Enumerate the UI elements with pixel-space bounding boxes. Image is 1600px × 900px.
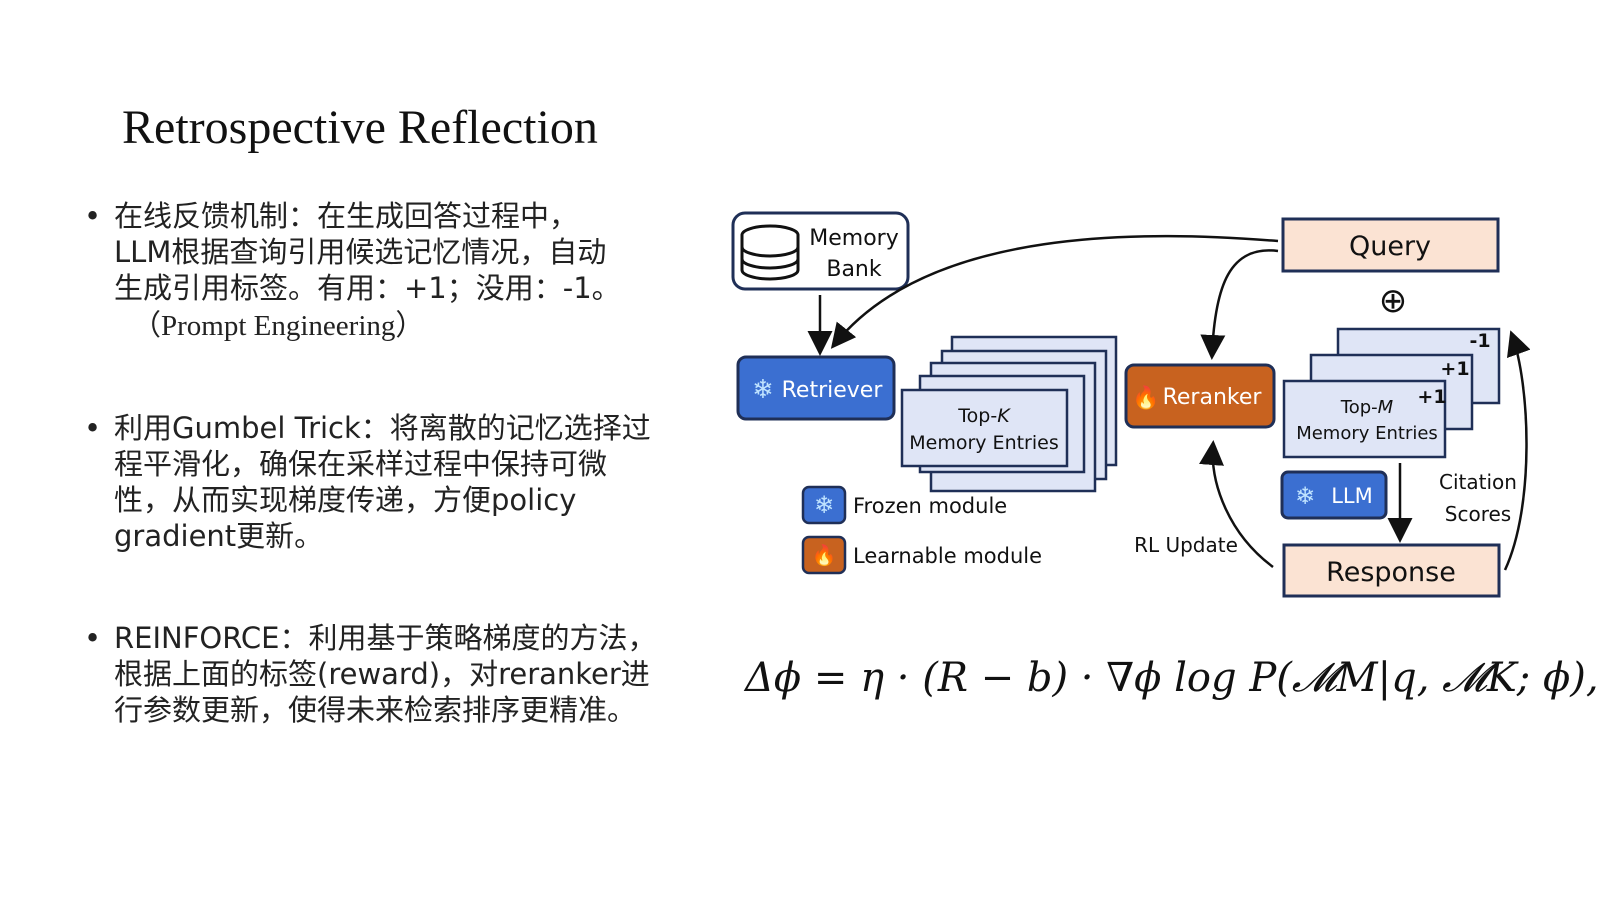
bullet-line: REINFORCE：利用基于策略梯度的方法，: [114, 621, 657, 655]
topm-label: Top-M: [1340, 397, 1394, 418]
bullet-line: LLM根据查询引用候选记忆情况，自动: [114, 235, 607, 269]
response-label: Response: [1326, 557, 1456, 588]
bullet-line: 根据上面的标签(reward)，对reranker进: [114, 657, 650, 691]
concat-icon: ⊕: [1379, 281, 1408, 321]
bullet-note: （Prompt Engineering）: [132, 310, 425, 342]
bullet-line: 性，从而实现梯度传递，方便policy: [114, 483, 577, 517]
topk-label: Top-K: [957, 405, 1011, 427]
query-label: Query: [1349, 231, 1431, 262]
query-node: Query: [1281, 217, 1500, 273]
reranker-node: 🔥 Reranker: [1124, 363, 1276, 429]
legend-learnable-label: Learnable module: [853, 544, 1042, 568]
arrow-rl-update: [1199, 440, 1274, 569]
snowflake-icon: ❄: [752, 375, 774, 405]
slide-title: Retrospective Reflection: [122, 101, 598, 154]
citation-scores-label: Citation: [1439, 470, 1517, 494]
bullet-line: gradient更新。: [114, 519, 324, 553]
bullet-line: 利用Gumbel Trick：将离散的记忆选择过: [114, 411, 651, 445]
topm-entries-stack: -1 +1 +1 Top-M Memory Entries: [1282, 327, 1501, 459]
reinforce-formula: Δϕ = η · (R − b) · ∇ϕ log P(𝓜M|q, 𝓜K; ϕ)…: [745, 655, 1599, 701]
topk-entries-stack: Top-K Memory Entries: [900, 335, 1118, 493]
fire-icon: 🔥: [812, 543, 837, 567]
rl-update-label: RL Update: [1134, 533, 1238, 557]
citation-score: +1: [1440, 358, 1469, 380]
reranker-label: Reranker: [1163, 385, 1263, 410]
llm-label: LLM: [1331, 484, 1373, 508]
retriever-label: Retriever: [782, 378, 884, 403]
retriever-node: ❄ Retriever: [736, 355, 896, 421]
diagram-arrows: [807, 234, 1530, 571]
citation-score: -1: [1469, 330, 1490, 352]
memory-bank-node: Memory Bank: [731, 211, 910, 291]
legend-frozen-label: Frozen module: [853, 494, 1007, 518]
topk-label: Memory Entries: [909, 432, 1059, 454]
bullet-line: 生成引用标签。有用：+1；没用：-1。: [114, 271, 621, 305]
memory-bank-label: Memory: [809, 226, 898, 251]
citation-score: +1: [1417, 386, 1446, 408]
legend: ❄ Frozen module 🔥 Learnable module: [801, 485, 1042, 575]
citation-scores-label: Scores: [1445, 502, 1511, 526]
fire-icon: 🔥: [1132, 385, 1159, 411]
arrow-query-to-reranker: [1200, 249, 1279, 360]
arrow-query-to-retriever: [830, 234, 1279, 349]
bullet-dot: •: [84, 411, 102, 445]
llm-node: ❄ LLM: [1280, 470, 1388, 520]
reflection-diagram: Memory Bank ❄ Retriever Top-K Memory Ent…: [731, 211, 1530, 598]
snowflake-icon: ❄: [814, 491, 834, 519]
database-icon: [740, 224, 800, 281]
bullet-line: 在线反馈机制：在生成回答过程中，: [114, 199, 579, 233]
bullet-line: 程平滑化，确保在采样过程中保持可微: [114, 447, 608, 481]
arrow-citation-scores: [1503, 330, 1530, 571]
memory-bank-label: Bank: [826, 257, 882, 282]
bullet-dot: •: [84, 199, 102, 233]
response-node: Response: [1282, 543, 1501, 598]
topm-label: Memory Entries: [1296, 423, 1438, 444]
bullet-dot: •: [84, 621, 102, 655]
snowflake-icon: ❄: [1295, 482, 1315, 510]
bullet-line: 行参数更新，使得未来检索排序更精准。: [114, 693, 637, 727]
